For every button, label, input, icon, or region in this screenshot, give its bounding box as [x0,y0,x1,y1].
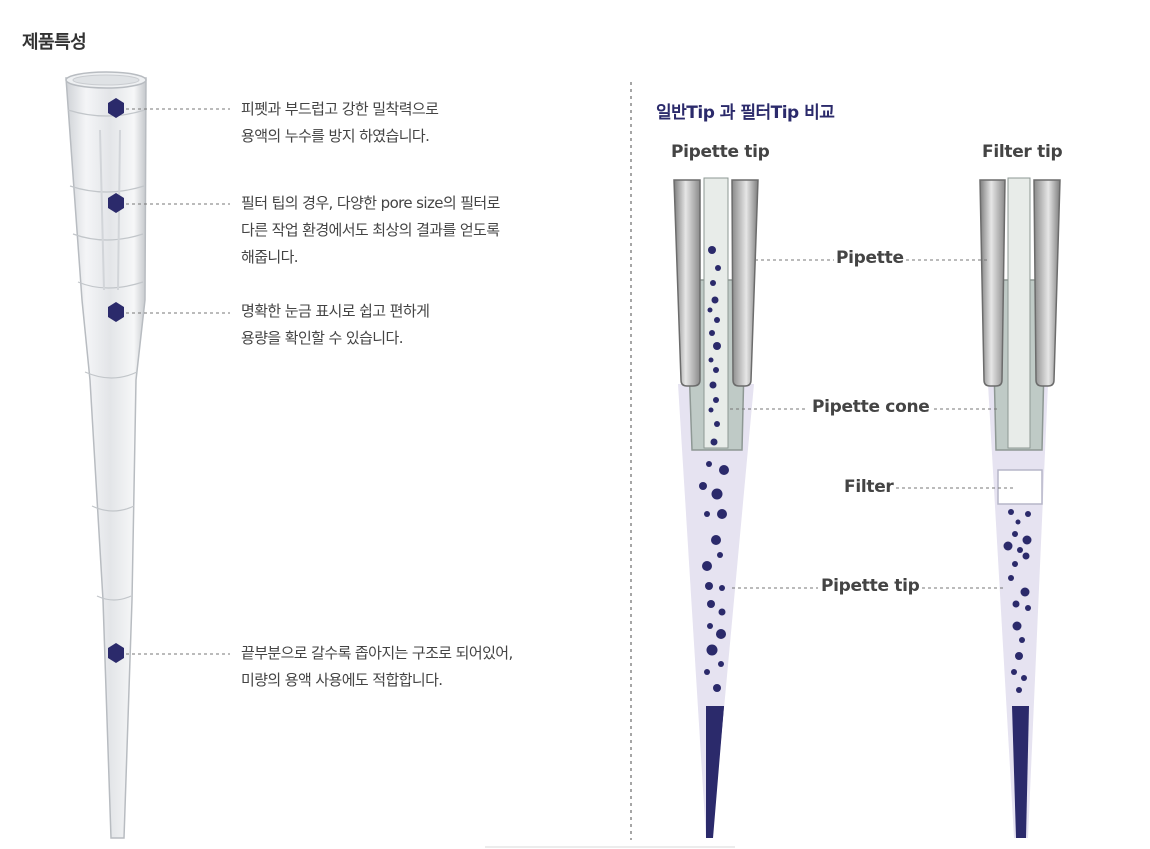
comparison-title: 일반Tip 과 필터Tip 비교 [656,103,835,123]
feature-line: 해줍니다. [241,248,299,266]
filter-tip-cross-section [979,177,1061,838]
feature-leader-lines [126,108,230,655]
section-title: 제품특성 [22,32,87,53]
pipette-tip-cross-section [673,177,759,838]
feature-text-narrow-end: 끝부분으로 갈수록 좁아지는 구조로 되어있어, 미량의 용액 사용에도 적합합… [241,640,513,694]
pipette-tip-heading: Pipette tip [671,142,770,162]
feature-line: 미량의 용액 사용에도 적합합니다. [241,671,443,689]
feature-text-graduation: 명확한 눈금 표시로 쉽고 편하게 용량을 확인할 수 있습니다. [241,298,430,352]
feature-line: 용량을 확인할 수 있습니다. [241,329,403,347]
feature-line: 피펫과 부드럽고 강한 밀착력으로 [241,100,439,118]
label-pipette-tip: Pipette tip [819,576,922,596]
feature-line: 끝부분으로 갈수록 좁아지는 구조로 되어있어, [241,644,513,662]
pipette-tip-illustration [65,71,147,839]
callout-leader-lines [730,259,1015,589]
feature-text-seal: 피펫과 부드럽고 강한 밀착력으로 용액의 누수를 방지 하였습니다. [241,96,439,150]
feature-text-filter: 필터 팁의 경우, 다양한 pore size의 필터로 다른 작업 환경에서도… [241,190,500,271]
label-filter: Filter [842,477,896,497]
feature-line: 다른 작업 환경에서도 최상의 결과를 얻도록 [241,221,500,239]
feature-line: 명확한 눈금 표시로 쉽고 편하게 [241,302,430,320]
filter-plug [997,469,1043,505]
hexagon-marker-icon [108,98,124,663]
label-pipette-cone: Pipette cone [810,397,932,417]
label-pipette: Pipette [834,248,906,268]
filter-tip-heading: Filter tip [982,142,1063,162]
feature-line: 필터 팁의 경우, 다양한 pore size의 필터로 [241,194,500,212]
feature-line: 용액의 누수를 방지 하였습니다. [241,127,430,145]
